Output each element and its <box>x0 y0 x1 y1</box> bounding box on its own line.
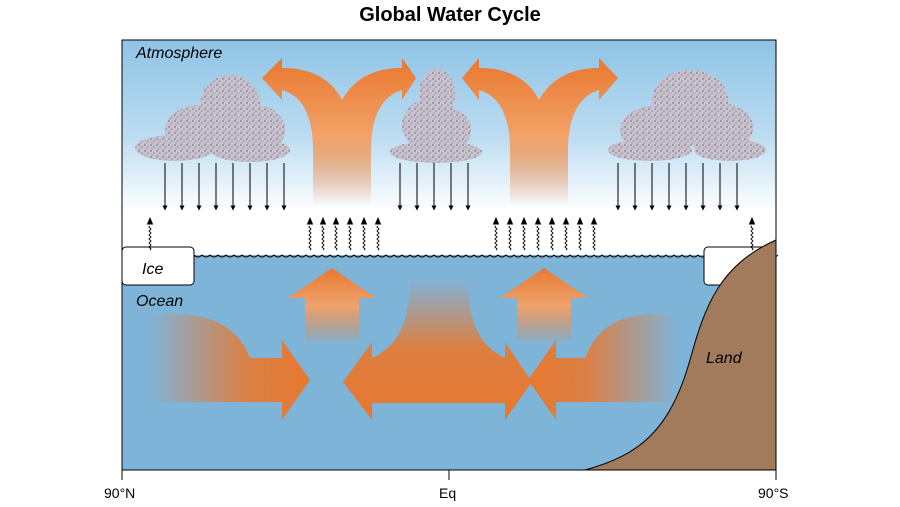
evaporation-squiggle <box>508 225 512 251</box>
cloud-left <box>135 75 290 162</box>
evaporation-arrowhead <box>562 216 570 225</box>
land-label: Land <box>706 350 743 367</box>
cloud-center <box>390 69 482 163</box>
evaporation-arrowhead <box>506 216 514 225</box>
evaporation-squiggle <box>536 225 540 251</box>
atmosphere-circulation-arrow-right <box>462 58 618 205</box>
land-mass <box>584 239 777 471</box>
ocean-divergence-arrow-center <box>343 278 532 420</box>
evaporation-arrowhead <box>332 216 340 225</box>
x-axis-label-90n: 90°N <box>104 485 136 501</box>
x-axis-label-90s: 90°S <box>758 485 789 501</box>
ocean-upwelling-arrow-right <box>500 268 588 345</box>
evaporation-arrowhead <box>534 216 542 225</box>
evaporation-squiggle <box>578 225 582 251</box>
ocean-flow-arrow-right <box>528 313 680 420</box>
evaporation-arrowhead <box>360 216 368 225</box>
evaporation-arrowhead <box>319 216 327 225</box>
evaporation-arrowhead <box>306 216 314 225</box>
evaporation-arrows <box>146 216 756 251</box>
evaporation-arrowhead <box>520 216 528 225</box>
evaporation-squiggle <box>148 225 152 251</box>
ice-block-left <box>121 246 195 286</box>
evaporation-arrowhead <box>146 216 154 225</box>
evaporation-arrowhead <box>576 216 584 225</box>
evaporation-arrowhead <box>590 216 598 225</box>
diagram-title: Global Water Cycle <box>359 4 541 26</box>
ocean-label: Ocean <box>136 293 183 310</box>
evaporation-squiggle <box>522 225 526 251</box>
evaporation-squiggle <box>321 225 325 251</box>
ocean-upwelling-arrow-left <box>288 268 376 345</box>
ocean-surface-waves <box>121 254 779 258</box>
atmosphere-label: Atmosphere <box>135 45 222 62</box>
evaporation-squiggle <box>592 225 596 251</box>
evaporation-squiggle <box>564 225 568 251</box>
cloud-right <box>608 70 766 161</box>
evaporation-arrowhead <box>748 216 756 225</box>
evaporation-arrowhead <box>346 216 354 225</box>
evaporation-squiggle <box>550 225 554 251</box>
evaporation-squiggle <box>750 225 754 251</box>
evaporation-squiggle <box>494 225 498 251</box>
evaporation-squiggle <box>376 225 380 251</box>
evaporation-squiggle <box>334 225 338 251</box>
evaporation-arrowhead <box>492 216 500 225</box>
ocean-flow-arrow-left <box>148 313 310 420</box>
x-axis-label-eq: Eq <box>439 485 457 501</box>
ice-label: Ice <box>142 261 163 278</box>
evaporation-arrowhead <box>548 216 556 225</box>
precipitation-arrows <box>162 163 740 211</box>
evaporation-squiggle <box>362 225 366 251</box>
evaporation-arrowhead <box>374 216 382 225</box>
evaporation-squiggle <box>308 225 312 251</box>
atmosphere-circulation-arrow-left <box>262 58 416 205</box>
evaporation-squiggle <box>348 225 352 251</box>
